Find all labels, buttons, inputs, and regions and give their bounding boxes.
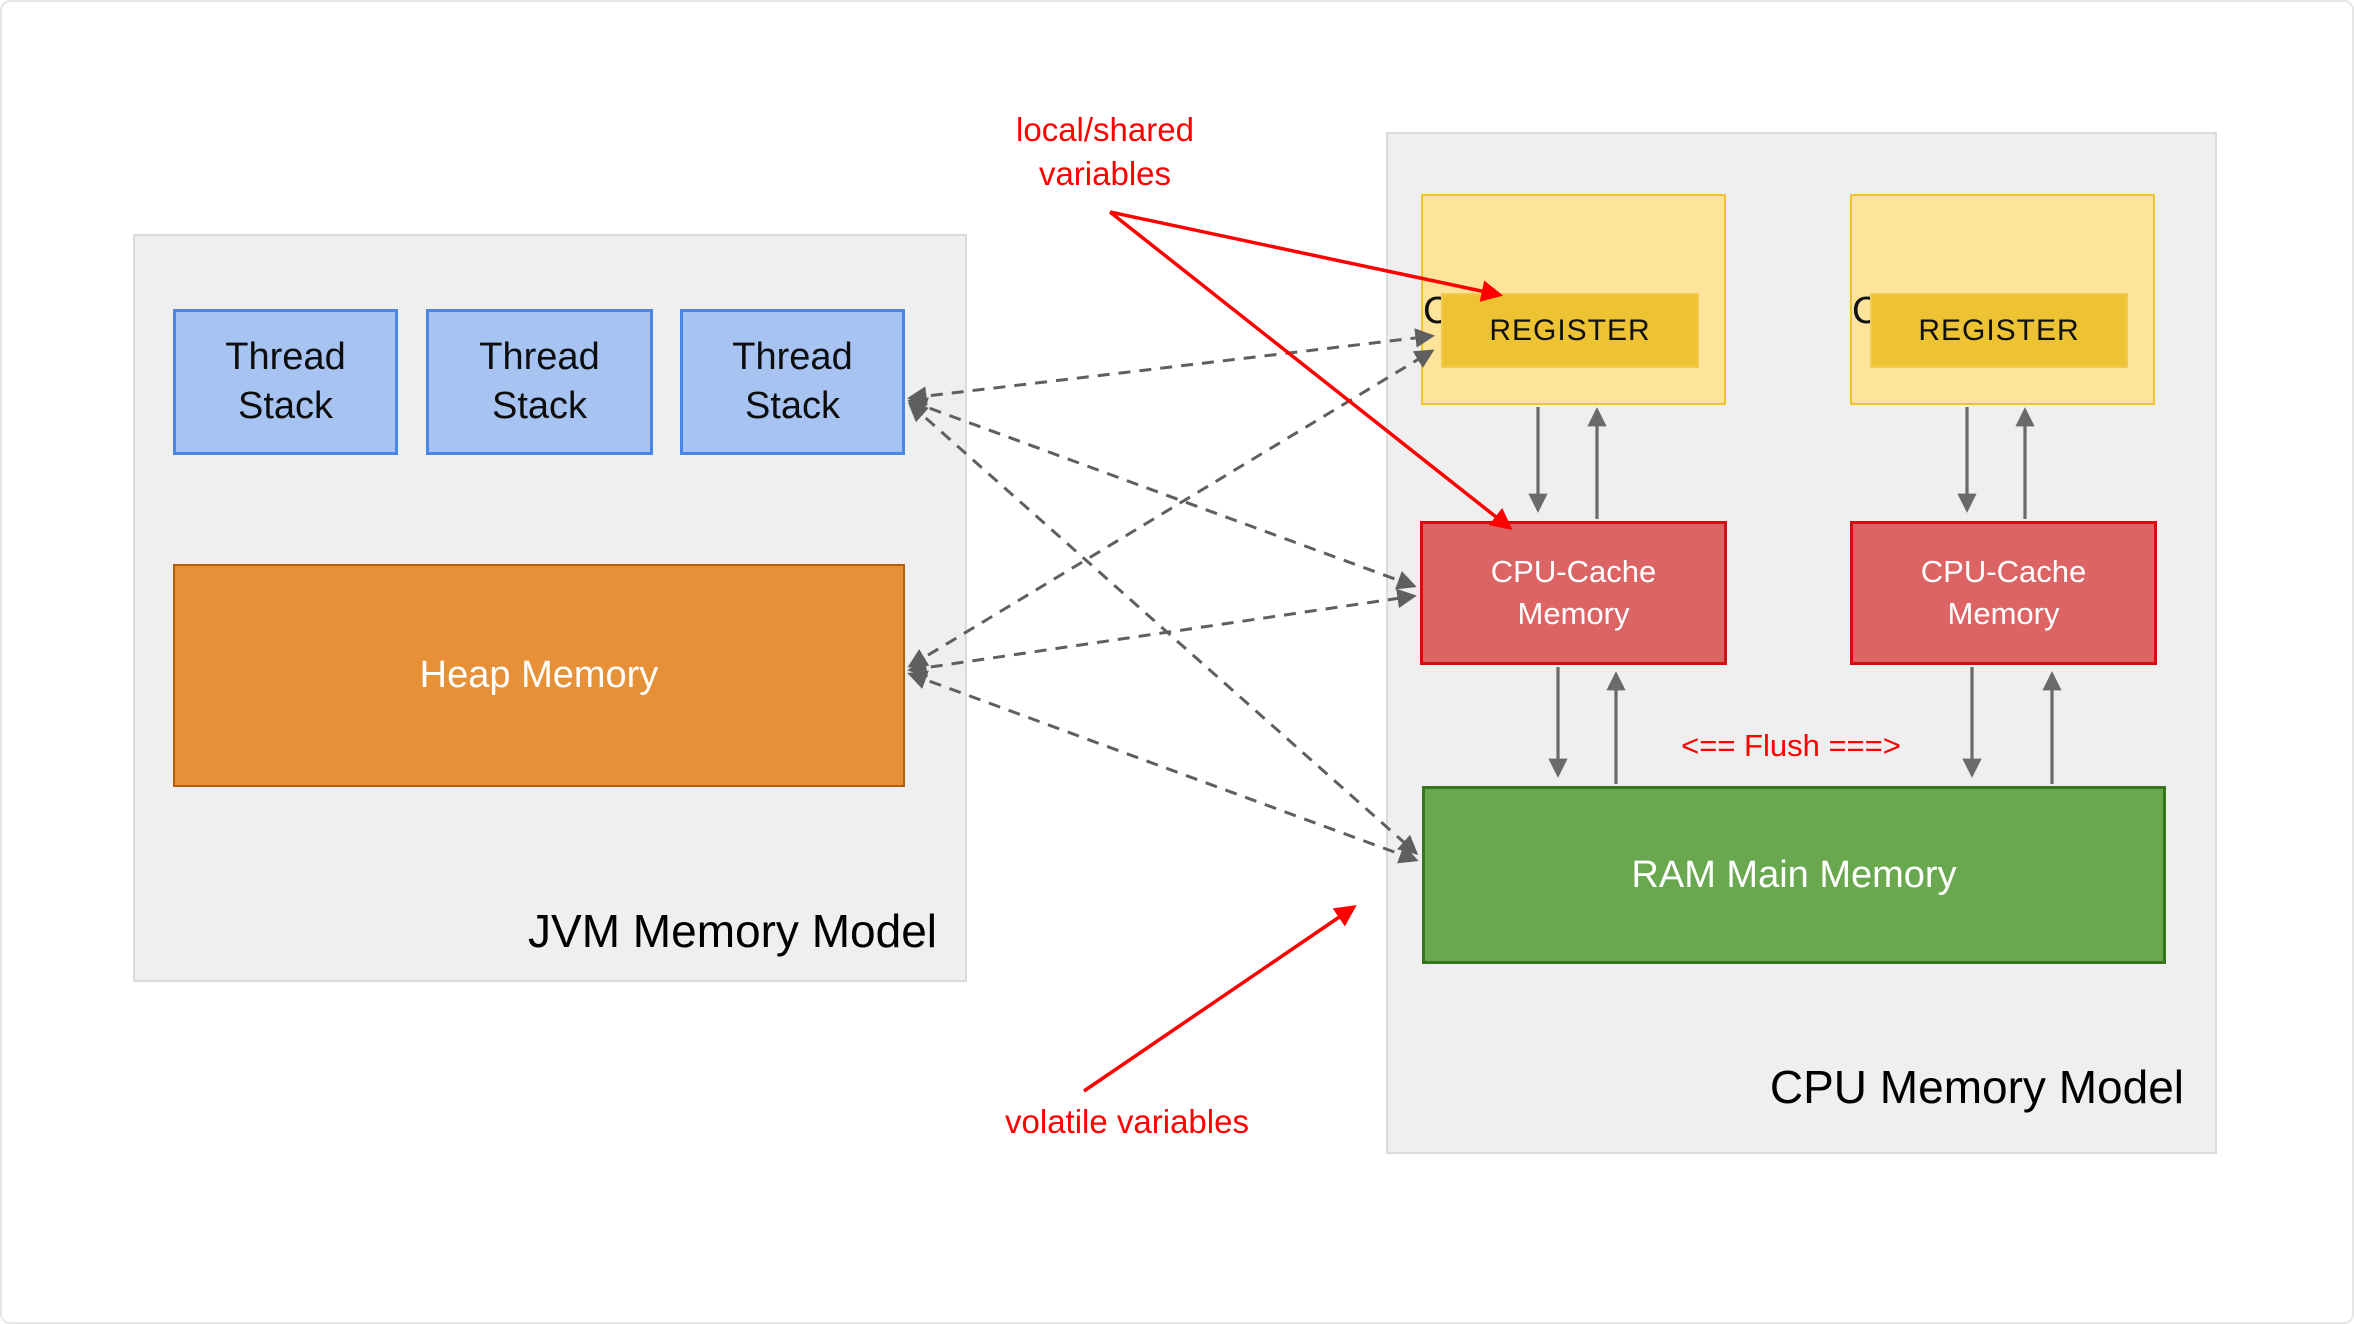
thread-stack-label: Thread Stack bbox=[479, 336, 600, 427]
thread-stack-box-1: Thread Stack bbox=[173, 309, 398, 455]
cpu-cache-label-line1: CPU-Cache bbox=[1920, 554, 2087, 589]
arrow-thread3-cache1 bbox=[907, 397, 1417, 590]
thread-stack-box-3: Thread Stack bbox=[680, 309, 905, 455]
register-label: REGISTER bbox=[1489, 313, 1651, 347]
register-label: REGISTER bbox=[1918, 313, 2080, 347]
heap-memory-label: Heap Memory bbox=[419, 654, 659, 696]
thread-stack-box-2: Thread Stack bbox=[426, 309, 653, 455]
heap-memory-box: Heap Memory bbox=[173, 564, 905, 787]
thread-stack-label: Thread Stack bbox=[225, 336, 346, 427]
register-box-1: REGISTER bbox=[1441, 293, 1699, 368]
arrow-volatile-to-ram bbox=[1083, 905, 1357, 1093]
cpu-model-label: CPU Memory Model bbox=[1769, 1061, 2184, 1113]
annotation-local-shared-variables: local/shared variables bbox=[955, 108, 1255, 196]
annotation-flush: <== Flush ===> bbox=[1681, 728, 1901, 763]
jvm-model-label: JVM Memory Model bbox=[528, 905, 937, 957]
annotation-line: local/shared bbox=[1016, 111, 1194, 148]
arrow-thread3-ram bbox=[907, 402, 1419, 855]
cpu-cache-box-1: CPU-Cache Memory bbox=[1420, 521, 1727, 665]
ram-main-memory-label: RAM Main Memory bbox=[1631, 853, 1957, 896]
ram-main-memory-box: RAM Main Memory bbox=[1422, 786, 2166, 964]
cpu-cache-box-2: CPU-Cache Memory bbox=[1850, 521, 2157, 665]
thread-stack-label: Thread Stack bbox=[732, 336, 853, 427]
register-box-2: REGISTER bbox=[1870, 293, 2128, 368]
annotation-volatile-variables: volatile variables bbox=[1005, 1103, 1249, 1140]
arrow-heap-ram bbox=[907, 670, 1419, 864]
arrow-heap-register1 bbox=[907, 349, 1435, 668]
cpu-cache-label-line2: Memory bbox=[1517, 596, 1630, 631]
arrow-heap-cache1 bbox=[907, 588, 1417, 678]
cpu-cache-label-line1: CPU-Cache bbox=[1490, 554, 1657, 589]
arrow-thread3-register1 bbox=[907, 328, 1435, 406]
annotation-line: variables bbox=[1038, 155, 1172, 192]
cpu-cache-label-line2: Memory bbox=[1947, 596, 2060, 631]
